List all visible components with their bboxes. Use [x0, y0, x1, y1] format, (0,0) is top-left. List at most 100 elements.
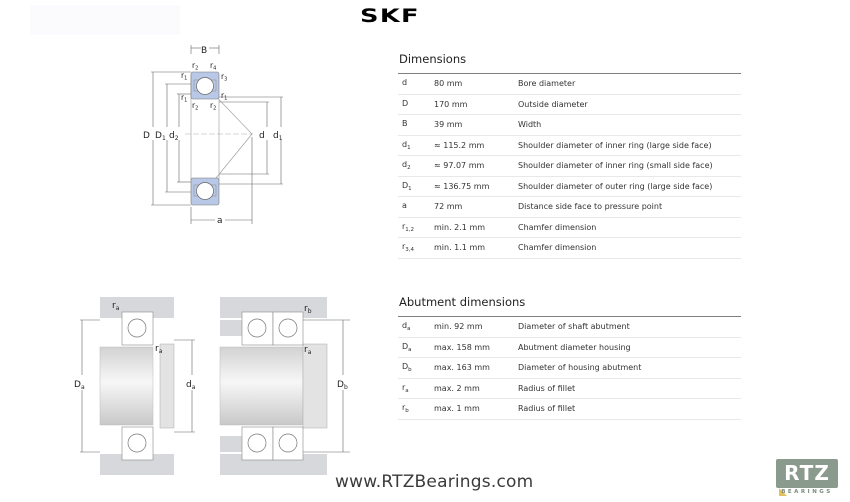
single-bearing-arrangement — [80, 297, 195, 475]
symbol-cell: da — [398, 317, 434, 338]
rtz-logo-mark: RTZ — [776, 459, 838, 488]
value-cell: 39 mm — [434, 114, 518, 136]
value-cell: max. 1 mm — [434, 398, 518, 420]
label-d1: d1 — [273, 131, 283, 142]
description-cell: Width — [518, 114, 741, 136]
symbol-subscript: 1 — [408, 185, 412, 192]
upper-bearing-section — [190, 71, 220, 100]
symbol-subscript: b — [408, 367, 412, 374]
website-url[interactable]: www.RTZBearings.com — [335, 472, 534, 492]
label-da: da — [186, 380, 196, 391]
symbol: B — [402, 119, 408, 129]
symbol-subscript: 2 — [407, 165, 411, 172]
rtz-bearings-logo: RTZ BEARINGS — [776, 459, 838, 499]
symbol-subscript: a — [408, 346, 412, 353]
label-ra-left-shaft: ra — [155, 344, 163, 355]
value-cell: 72 mm — [434, 196, 518, 218]
label-r1-right: r1 — [221, 91, 227, 102]
description-cell: Shoulder diameter of outer ring (large s… — [518, 176, 741, 197]
symbol-cell: d — [398, 74, 434, 95]
label-r1-outer: r1 — [181, 71, 187, 82]
value-cell: min. 2.1 mm — [434, 217, 518, 238]
label-d: d — [259, 131, 265, 141]
symbol-subscript: 3,4 — [405, 247, 415, 254]
symbol-cell: d1 — [398, 135, 434, 156]
label-r3: r3 — [221, 72, 227, 83]
description-cell: Diameter of housing abutment — [518, 357, 741, 379]
value-cell: 170 mm — [434, 94, 518, 115]
label-Db: Db — [337, 380, 348, 391]
symbol: r — [402, 382, 406, 392]
description-cell: Abutment diameter housing — [518, 337, 741, 358]
value-cell: ≈ 97.07 mm — [434, 155, 518, 177]
description-cell: Outside diameter — [518, 94, 741, 115]
abutment-diagram: ra ra Da da rb ra Db — [74, 297, 350, 475]
symbol-cell: D1 — [398, 176, 434, 197]
symbol: D — [402, 180, 409, 190]
label-rb: rb — [304, 304, 312, 315]
lower-bearing-section — [190, 177, 220, 206]
label-a: a — [217, 216, 223, 226]
label-r2-top: r2 — [192, 61, 198, 72]
description-cell: Radius of fillet — [518, 378, 741, 399]
symbol-cell: Db — [398, 357, 434, 379]
divider — [398, 316, 741, 317]
label-D1: D1 — [155, 131, 166, 142]
skf-logo: SKF — [360, 5, 420, 27]
label-ra-left-top: ra — [112, 301, 120, 312]
symbol-cell: r1,2 — [398, 217, 434, 238]
symbol-cell: rb — [398, 398, 434, 420]
label-r4: r4 — [210, 61, 216, 72]
symbol: D — [402, 98, 409, 108]
value-cell: ≈ 115.2 mm — [434, 135, 518, 156]
description-cell: Bore diameter — [518, 74, 741, 95]
symbol: r — [402, 242, 406, 252]
symbol-cell: d2 — [398, 155, 434, 177]
symbol: d — [402, 321, 408, 331]
value-cell: min. 92 mm — [434, 317, 518, 338]
bearing-cross-section-diagram: B D D1 d2 d d1 a r2 r4 r1 r3 r1 r1 r2 r2 — [143, 45, 283, 226]
paired-bearing-arrangement — [219, 297, 350, 475]
label-B: B — [201, 46, 207, 56]
rtz-logo-accent — [779, 488, 787, 496]
label-r2-bottom-left: r2 — [192, 101, 198, 112]
symbol: a — [402, 201, 407, 211]
value-cell: max. 2 mm — [434, 378, 518, 399]
faded-watermark — [30, 5, 180, 35]
description-cell: Chamfer dimension — [518, 237, 741, 259]
value-cell: ≈ 136.75 mm — [434, 176, 518, 197]
label-D: D — [143, 131, 150, 141]
abutment-title: Abutment dimensions — [399, 295, 526, 309]
symbol-subscript: 1 — [407, 144, 411, 151]
symbol: r — [402, 403, 406, 413]
description-cell: Shoulder diameter of inner ring (small s… — [518, 155, 741, 177]
description-cell: Radius of fillet — [518, 398, 741, 420]
label-r2-bottom-right: r2 — [210, 101, 216, 112]
divider — [398, 73, 741, 74]
symbol-subscript: 1,2 — [405, 226, 415, 233]
symbol: D — [402, 341, 409, 351]
description-cell: Distance side face to pressure point — [518, 196, 741, 218]
value-cell: max. 158 mm — [434, 337, 518, 358]
symbol: r — [402, 221, 406, 231]
value-cell: 80 mm — [434, 74, 518, 95]
dimensions-title: Dimensions — [399, 52, 467, 66]
description-cell: Diameter of shaft abutment — [518, 317, 741, 338]
symbol-cell: ra — [398, 378, 434, 399]
description-cell: Shoulder diameter of inner ring (large s… — [518, 135, 741, 156]
